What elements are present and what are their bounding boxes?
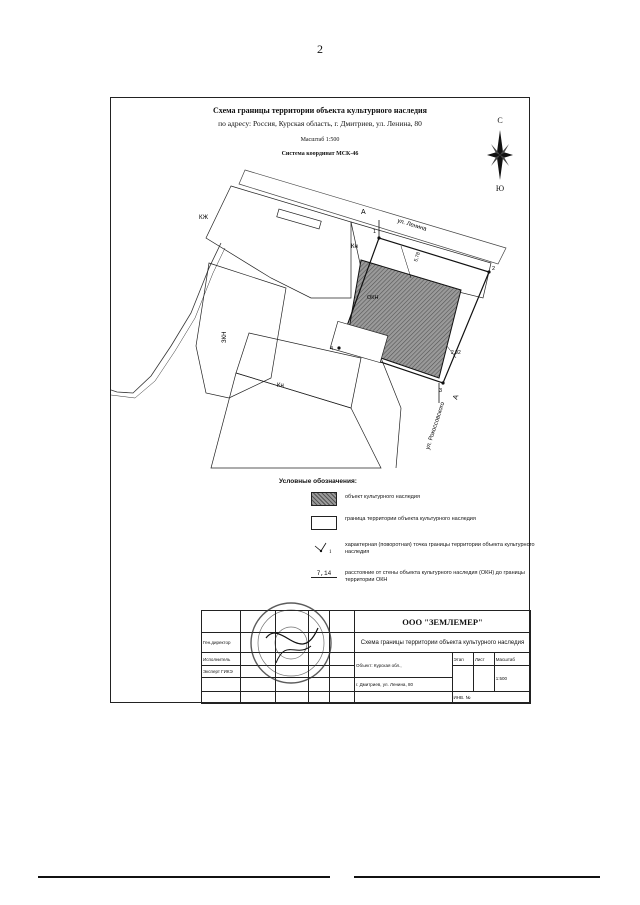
col-stage: Этап: [451, 652, 474, 666]
point-3-label: 3: [439, 388, 442, 394]
porch: [276, 208, 322, 230]
compass-rose: С Ю: [485, 116, 515, 196]
section-marker-bottom: А: [452, 394, 460, 401]
role-director: Ген.директор: [201, 632, 241, 654]
company-name: ООО "ЗЕМЛЕМЕР": [354, 609, 531, 634]
point-1: [377, 236, 381, 240]
label-zkn: ЗКН: [222, 332, 228, 343]
okn-object: [345, 259, 462, 379]
street-lenina-label: ул. Ленина: [396, 218, 427, 233]
footer-line-right: [354, 876, 600, 878]
map-sheet: Схема границы территории объекта культур…: [110, 97, 535, 705]
street-second-label: ул. Рокоссовского: [425, 401, 446, 451]
distance-sample: 7,14: [311, 570, 337, 578]
left-road-edge: [111, 247, 226, 399]
object-address: г. Дмитриев, ул. Ленина, 80: [354, 676, 453, 692]
label-okn: ОКН: [367, 295, 378, 301]
map-scale: Масштаб 1:500: [300, 137, 340, 143]
point-4: [337, 346, 341, 350]
point-3: [441, 381, 445, 385]
compass-south-label: Ю: [495, 184, 505, 193]
footer-line-left: [38, 876, 330, 878]
compass-star-icon: [487, 130, 513, 180]
point-2: [487, 270, 491, 274]
building-zkn: [195, 262, 287, 399]
boundary-swatch: [311, 516, 337, 530]
role-expert: Эксперт ГИКЭ: [201, 664, 241, 678]
legend-title: Условные обозначения:: [279, 478, 357, 485]
coordinate-system: Система координат МСК-46: [281, 151, 359, 157]
legend: Условные обозначения: объект культурного…: [279, 478, 535, 583]
label-kn-top: Кн: [351, 244, 358, 250]
point-4-label: 4: [330, 346, 333, 352]
col-scale: Масштаб: [493, 652, 532, 666]
document-name: Схема границы территории объекта культур…: [354, 632, 531, 654]
inventory-number: ИНВ. №: [451, 690, 532, 705]
title-block: ООО "ЗЕМЛЕМЕР" Ген.директор Схема границ…: [201, 602, 532, 705]
label-kn-bottom: Кн: [277, 383, 284, 389]
dist-right: 2,92: [451, 350, 461, 356]
label-kzh: КЖ: [199, 215, 208, 221]
dist-top: 5,78: [413, 251, 422, 262]
okn-swatch: [311, 492, 337, 506]
section-marker-top: А: [361, 209, 366, 216]
col-sheet: Лист: [472, 652, 495, 666]
site-plan: 1 2 3 4 ул. Ленина ул. Рокоссовского А А…: [111, 169, 507, 469]
role-executor: Исполнитель: [201, 652, 241, 666]
annex: [329, 320, 389, 364]
map-address: по адресу: Россия, Курская область, г. Д…: [218, 119, 422, 128]
left-road: [111, 242, 222, 394]
parcel-kzh: [205, 185, 352, 299]
point-symbol-icon: 1: [314, 542, 332, 554]
svg-text:1: 1: [329, 550, 332, 554]
object-label: Объект: Курская обл.,: [354, 652, 453, 678]
scale-value: 1:500: [493, 664, 532, 692]
point-2-label: 2: [492, 266, 495, 272]
parcel-lower: [210, 372, 382, 469]
map-title: Схема границы территории объекта культур…: [213, 106, 427, 115]
page-number: 2: [317, 42, 323, 56]
parcel-kn-top: [350, 221, 492, 299]
compass-north-label: С: [497, 116, 503, 125]
point-1-label: 1: [373, 229, 376, 235]
street-band: [238, 169, 507, 265]
